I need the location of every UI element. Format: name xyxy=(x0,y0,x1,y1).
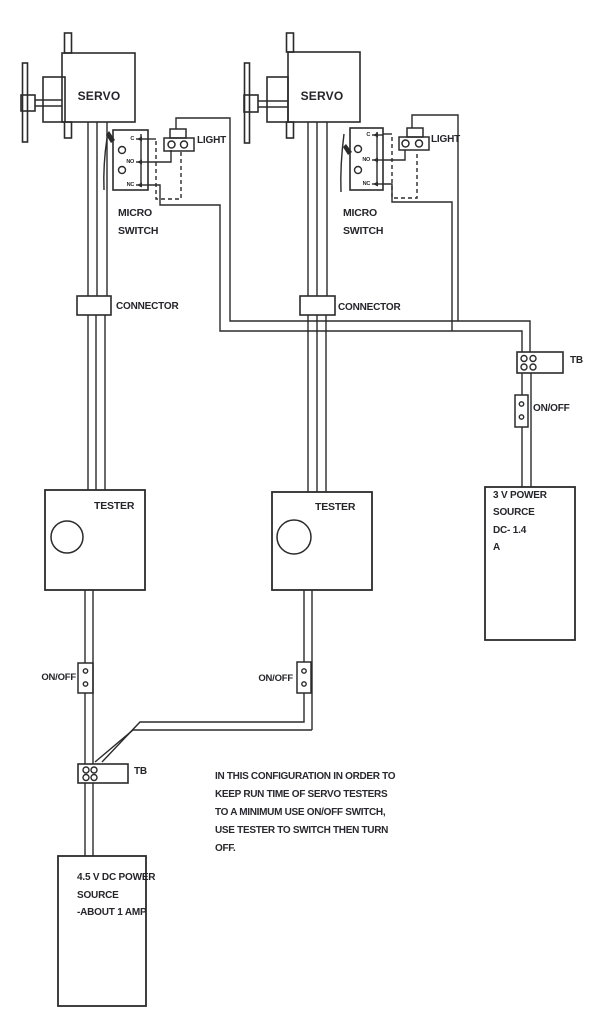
power-source-3v-box xyxy=(484,486,576,641)
micro-switch-left-lever xyxy=(103,137,108,191)
servo-left-leads xyxy=(87,122,108,490)
servo-right-hub xyxy=(243,94,259,113)
servo-right-top-tab xyxy=(285,32,295,53)
note-line4: USE TESTER TO SWITCH THEN TURN xyxy=(215,825,389,836)
connector-right-label: CONNECTOR xyxy=(338,302,401,313)
tester-right-label: TESTER xyxy=(315,501,356,513)
micro-switch-right-label-line2: SWITCH xyxy=(343,225,384,237)
micro-switch-left-terminal-nc: NC xyxy=(126,182,135,188)
servo-right-label: SERVO xyxy=(300,89,344,103)
servo-right-horn xyxy=(243,62,251,144)
micro-switch-right-label-line1: MICRO xyxy=(343,207,377,219)
onoff-left-label: ON/OFF xyxy=(41,672,76,683)
micro-switch-right-body xyxy=(349,127,384,191)
connector-left-label: CONNECTOR xyxy=(116,301,179,312)
tester-right-box xyxy=(271,491,373,591)
servo-left-bottom-tab xyxy=(63,121,73,139)
connector-right-box xyxy=(299,295,336,316)
note-line5: OFF. xyxy=(215,843,236,854)
micro-switch-left-label-line1: MICRO xyxy=(118,207,152,219)
power-source-45v-line2: SOURCE xyxy=(77,890,119,901)
tester-left-label: TESTER xyxy=(94,500,135,512)
onoff-switch-left xyxy=(77,662,94,694)
terminal-block-bottom-label: TB xyxy=(134,766,147,777)
micro-switch-left-label-line2: SWITCH xyxy=(118,225,159,237)
servo-left-hub xyxy=(20,94,36,112)
light-left-label: LIGHT xyxy=(197,135,226,146)
right-power-wires xyxy=(94,590,313,763)
servo-left-top-tab xyxy=(63,32,73,54)
micro-switch-left-lever-tip xyxy=(106,131,115,143)
note-line3: TO A MINIMUM USE ON/OFF SWITCH, xyxy=(215,807,386,818)
micro-switch-left-terminal-c: C xyxy=(130,136,134,142)
light-left-plug xyxy=(169,128,187,139)
terminal-block-right-box xyxy=(516,351,564,374)
light-right-label: LIGHT xyxy=(431,134,460,145)
onoff-switch-middle xyxy=(296,661,312,694)
servo-left-bracket xyxy=(42,76,66,123)
note-line1: IN THIS CONFIGURATION IN ORDER TO xyxy=(215,771,396,782)
onoff-switch-right xyxy=(514,394,529,428)
micro-switch-left-terminal-no: NO xyxy=(126,159,134,165)
onoff-right-label: ON/OFF xyxy=(533,403,570,414)
power-source-3v-line3: DC- 1.4 xyxy=(493,525,527,536)
terminal-block-right-label: TB xyxy=(570,355,583,366)
micro-switch-right-terminal-c: C xyxy=(366,132,370,138)
micro-switch-right xyxy=(340,127,384,193)
servo-right-bottom-tab xyxy=(285,121,295,139)
servo-right xyxy=(243,32,361,144)
light-right-plug xyxy=(406,127,424,138)
connector-left-box xyxy=(76,295,112,316)
light-left-body xyxy=(163,137,195,152)
power-source-3v-line1: 3 V POWER xyxy=(493,490,547,501)
note-line2: KEEP RUN TIME OF SERVO TESTERS xyxy=(215,789,388,800)
servo-left-body xyxy=(61,52,136,123)
left-power-wires xyxy=(84,590,94,856)
onoff-middle-label: ON/OFF xyxy=(258,673,293,684)
tester-right-knob xyxy=(276,519,312,555)
micro-switch-right-terminal-nc: NC xyxy=(362,181,371,187)
terminal-block-right xyxy=(516,351,564,374)
power-source-45v-line1: 4.5 V DC POWER xyxy=(77,872,156,883)
servo-left-label: SERVO xyxy=(77,89,121,103)
micro-switch-right-lever xyxy=(340,133,345,193)
power-source-3v-line2: SOURCE xyxy=(493,507,535,518)
light-right xyxy=(398,127,430,151)
power-source-45v-box xyxy=(57,855,147,1007)
micro-switch-left xyxy=(103,129,149,191)
power-source-3v-line4: A xyxy=(493,542,501,553)
light-circuit-wires xyxy=(148,114,531,352)
micro-switch-right-lever-tip xyxy=(343,144,352,155)
servo-right-leads xyxy=(307,122,328,492)
tester-right xyxy=(271,491,373,591)
tester-left xyxy=(44,489,146,591)
onoff-switch-left-box xyxy=(77,662,94,694)
light-right-body xyxy=(398,136,430,151)
tester-left-knob xyxy=(50,520,84,554)
servo-left xyxy=(20,32,136,143)
micro-switch-right-terminal-no: NO xyxy=(362,157,370,163)
light-left xyxy=(163,128,195,152)
servo-right-body xyxy=(287,51,361,123)
servo-right-bracket xyxy=(266,76,289,123)
power-source-45v-line3: -ABOUT 1 AMP xyxy=(77,907,147,918)
terminal-block-bottom xyxy=(77,763,129,784)
tester-left-box xyxy=(44,489,146,591)
terminal-block-bottom-box xyxy=(77,763,129,784)
onoff-switch-middle-box xyxy=(296,661,312,694)
micro-switch-left-body xyxy=(112,129,149,191)
onoff-switch-right-box xyxy=(514,394,529,428)
servo-left-horn xyxy=(21,62,29,143)
